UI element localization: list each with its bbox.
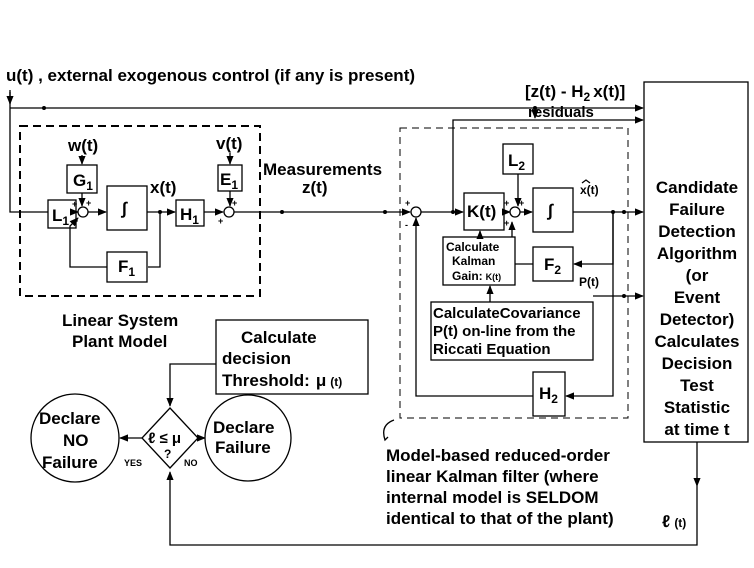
F2-label: F2	[544, 255, 561, 277]
G1-block	[66, 164, 98, 194]
svg-text:+: +	[72, 199, 77, 209]
declare-fail-line1: Declare	[213, 418, 274, 437]
threshold-calc-block	[215, 319, 369, 395]
measurement-summing-junction	[223, 206, 235, 218]
svg-text:+: +	[218, 216, 223, 226]
detector-line: (or	[686, 266, 709, 285]
yes-label: YES	[124, 458, 142, 468]
declare-fail-line2: Failure	[215, 438, 271, 457]
threshold-line3: Threshold:μ(t)	[222, 371, 342, 390]
covariance-calc-block	[430, 301, 594, 361]
filter-caption-line1: Model-based reduced-order	[386, 446, 610, 465]
declare-no-failure	[30, 393, 120, 483]
threshold-line1: Calculate	[241, 328, 317, 347]
decision-diamond	[141, 407, 199, 469]
plant-integrator-symbol: ∫	[120, 199, 128, 218]
P-label: P(t)	[579, 275, 599, 289]
detector-line: Algorithm	[657, 244, 737, 263]
H1-block	[175, 199, 205, 227]
detector-line: Decision	[662, 354, 733, 373]
gain-calc-line1: Calculate	[446, 240, 500, 254]
input-to-filter	[10, 107, 539, 119]
F2-block	[532, 246, 574, 282]
gain-calc-line3: Gain:K(t)	[452, 269, 501, 283]
H2-block	[532, 371, 566, 417]
detector-line: Candidate	[656, 178, 738, 197]
svg-text:+: +	[504, 198, 509, 208]
filter-integrator-symbol: ∫	[546, 201, 554, 220]
filter-caption-line2: linear Kalman filter (where	[386, 467, 599, 486]
detector-line: Test	[680, 376, 714, 395]
gain-calc-line2: Kalman	[452, 254, 495, 268]
declare-no-line1: Declare	[39, 409, 100, 428]
detector-line: Event	[674, 288, 721, 307]
state-x-label: x(t)	[150, 178, 176, 197]
filter-caption-line3: internal model is SELDOM	[386, 488, 599, 507]
detector-line: Statistic	[664, 398, 730, 417]
L1-label: L1	[52, 206, 69, 228]
F1-block	[106, 251, 148, 283]
decision-question: ?	[164, 447, 171, 461]
H1-label: H1	[180, 205, 199, 227]
kalman-gain-label: K(t)	[467, 202, 496, 221]
plant-summing-junction	[77, 206, 89, 218]
L2-label: L2	[508, 151, 525, 173]
cov-line2: P(t) on-line from the	[433, 323, 576, 340]
svg-text:+: +	[504, 218, 509, 228]
H2-label: H2	[539, 384, 558, 406]
failure-detector-block	[643, 81, 749, 443]
cov-line1: CalculateCovariance	[433, 305, 581, 322]
filter-integrator	[532, 187, 574, 233]
declare-no-line2: NO	[63, 431, 89, 450]
detector-line: at time t	[664, 420, 730, 439]
plant-integrator	[106, 185, 148, 231]
declare-no-line3: Failure	[42, 453, 98, 472]
threshold-line2: decision	[222, 349, 291, 368]
detector-line: Calculates	[654, 332, 739, 351]
plant-model-boundary	[19, 125, 261, 297]
cov-line3: Riccati Equation	[433, 341, 551, 358]
G1-label: G1	[73, 171, 93, 193]
no-label: NO	[184, 458, 198, 468]
kalman-filter-boundary	[399, 127, 629, 419]
svg-text:-: -	[405, 220, 408, 230]
E1-label: E1	[220, 170, 238, 192]
filter-caption-line4: identical to that of the plant)	[386, 509, 614, 528]
svg-text:+: +	[405, 198, 410, 208]
input-label: u(t) , external exogenous control (if an…	[6, 66, 415, 85]
detector-line: Detector)	[660, 310, 735, 329]
plant-caption-line2: Plant Model	[72, 332, 167, 351]
residuals-word: residuals	[528, 104, 594, 121]
residual-summing-junction	[410, 206, 422, 218]
measurements-z-label: z(t)	[302, 178, 327, 197]
detector-line: Detection	[658, 222, 735, 241]
noise-w-label: w(t)	[67, 136, 98, 155]
svg-text:+: +	[86, 198, 91, 208]
F1-label: F1	[118, 257, 135, 279]
noise-v-label: v(t)	[216, 134, 242, 153]
measurements-label: Measurements	[263, 160, 382, 179]
svg-text:+: +	[232, 198, 237, 208]
declare-failure	[204, 394, 292, 482]
decision-expression: ℓ ≤ μ	[148, 430, 181, 447]
xhat-label: x(t)	[580, 183, 599, 197]
statistic-label: ℓ(t)	[662, 512, 686, 531]
plant-caption-line1: Linear System	[62, 311, 178, 330]
input-line	[9, 92, 48, 213]
filter-summing-junction	[509, 206, 521, 218]
svg-text:+: +	[519, 198, 524, 208]
detector-line: Failure	[669, 200, 725, 219]
